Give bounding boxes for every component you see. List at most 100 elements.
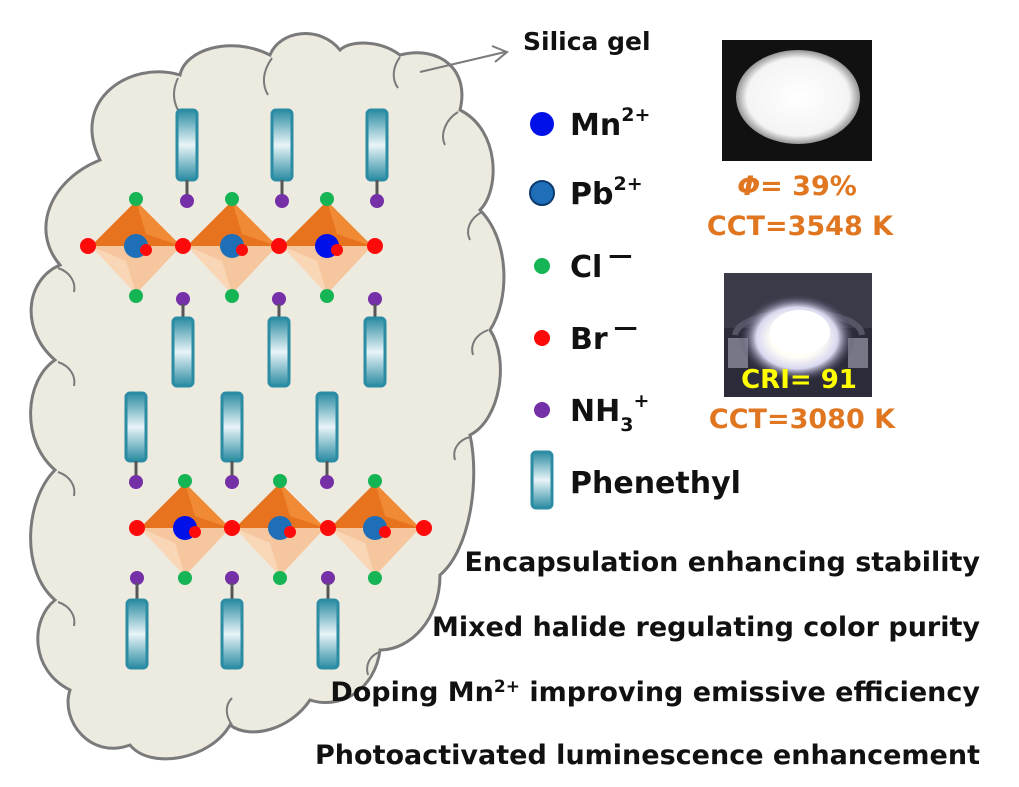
chloride-ion [178,571,192,585]
legend-swatch [530,112,554,136]
octahedron-top-shade [136,201,181,246]
ammonium-ion [320,475,334,489]
phenethyl-rod [175,108,199,182]
chloride-ion [368,474,382,488]
octahedron [91,192,181,303]
legend-label-sup: — [614,313,638,341]
bromide-ion [367,238,383,254]
legend-swatch [534,258,550,274]
octahedron [282,192,372,303]
phenethyl-rod [270,108,294,182]
bromide-ion [271,238,287,254]
legend-label: NH3+ [570,390,649,436]
phenethyl-rod [125,598,149,670]
bromide-ion [189,526,201,538]
legend-phenethyl: Phenethyl [530,450,741,510]
legend-label: Mn2+ [570,104,650,143]
feature-encapsulation: Encapsulation enhancing stability [464,547,980,578]
legend-label-sup: + [633,390,649,412]
phenethyl-rod [220,598,244,670]
legend-label-sub: 3 [620,414,633,436]
legend-label-base: Br [570,322,608,357]
octahedron [187,192,277,303]
bromide-ion [236,244,248,256]
bromide-ion [175,238,191,254]
legend-label-sup: — [608,241,632,269]
legend-chloride: Cl— [534,241,632,285]
legend-label-sup: 2+ [621,104,650,126]
chloride-ion [320,192,334,206]
ammonium-ion [130,571,144,585]
phenethyl-rod [315,391,339,463]
legend-label-base: NH [570,394,620,429]
chloride-ion [129,289,143,303]
bromide-ion [140,244,152,256]
legend-swatch [534,402,550,418]
ammonium-ion [225,475,239,489]
legend-swatch [529,180,555,206]
octahedron-top-shade [232,201,277,246]
chloride-ion [178,474,192,488]
octahedron-top-shade [280,483,325,528]
octahedron-bottom-shade [91,246,136,294]
bromide-ion [284,526,296,538]
legend: Mn2+Pb2+Cl—Br—NH3+Phenethyl [529,104,741,510]
chloride-ion [368,571,382,585]
legend-label: Br— [570,313,638,357]
ammonium-ion [129,475,143,489]
phenethyl-rod [365,108,389,182]
legend-label-base: Cl [570,250,602,285]
bromide-ion [379,526,391,538]
octahedron-bottom-shade [140,528,185,576]
legend-swatch [534,330,550,346]
bromide-ion [129,520,145,536]
legend-swatch [530,450,554,510]
legend-label-base: Phenethyl [570,466,741,501]
octahedron-top-shade [185,483,230,528]
phenethyl-rod [220,391,244,463]
octahedron-top-shade [375,483,420,528]
cri-value: CRI= 91 [741,365,857,395]
octahedron [330,474,420,585]
phi-value: Φ= 39% [737,171,857,202]
phenethyl-rod [267,316,291,388]
octahedron-bottom-shade [330,528,375,576]
bromide-ion [416,520,432,536]
cct-value-1: CCT=3548 K [707,211,894,242]
silica-arrow [419,45,509,73]
ammonium-ion [370,194,384,208]
bromide-ion [80,238,96,254]
legend-ammonium: NH3+ [534,390,649,436]
feature-mixed-halide: Mixed halide regulating color purity [432,612,980,643]
ammonium-ion [321,571,335,585]
legend-lead: Pb2+ [529,173,643,212]
legend-bromide: Br— [534,313,638,357]
octahedron-top-shade [327,201,372,246]
perovskite-structure [80,108,432,670]
bromide-ion [224,520,240,536]
phenethyl-rod [363,316,387,388]
bromide-ion [320,520,336,536]
chloride-ion [225,289,239,303]
octahedron-bottom-shade [187,246,232,294]
feature-photoactivated: Photoactivated luminescence enhancement [315,740,980,771]
legend-label-sup: 2+ [613,173,642,195]
octahedron [235,474,325,585]
ammonium-ion [180,194,194,208]
legend-manganese: Mn2+ [530,104,650,143]
chloride-ion [273,474,287,488]
phenethyl-rod [316,598,340,670]
chloride-ion [273,571,287,585]
legend-label-base: Pb [570,177,613,212]
octahedron-bottom-shade [282,246,327,294]
cct-value-2: CCT=3080 K [709,404,896,435]
legend-label: Cl— [570,241,632,285]
legend-label-base: Mn [570,108,621,143]
chloride-ion [320,289,334,303]
feature-doping-mn: Doping Mn2+ improving emissive efficienc… [330,677,980,708]
silica-gel-label: Silica gel [523,27,651,56]
chloride-ion [129,192,143,206]
ammonium-ion [368,292,382,306]
legend-label: Phenethyl [570,466,741,501]
